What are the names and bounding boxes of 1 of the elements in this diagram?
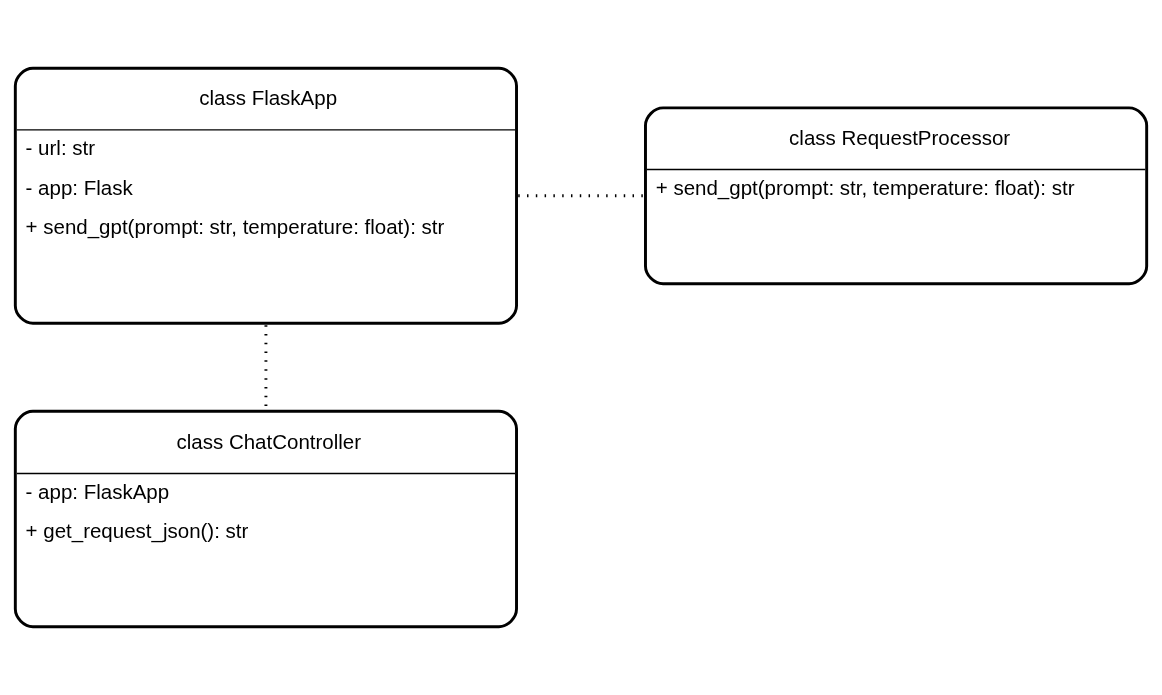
connector	[518, 194, 644, 198]
